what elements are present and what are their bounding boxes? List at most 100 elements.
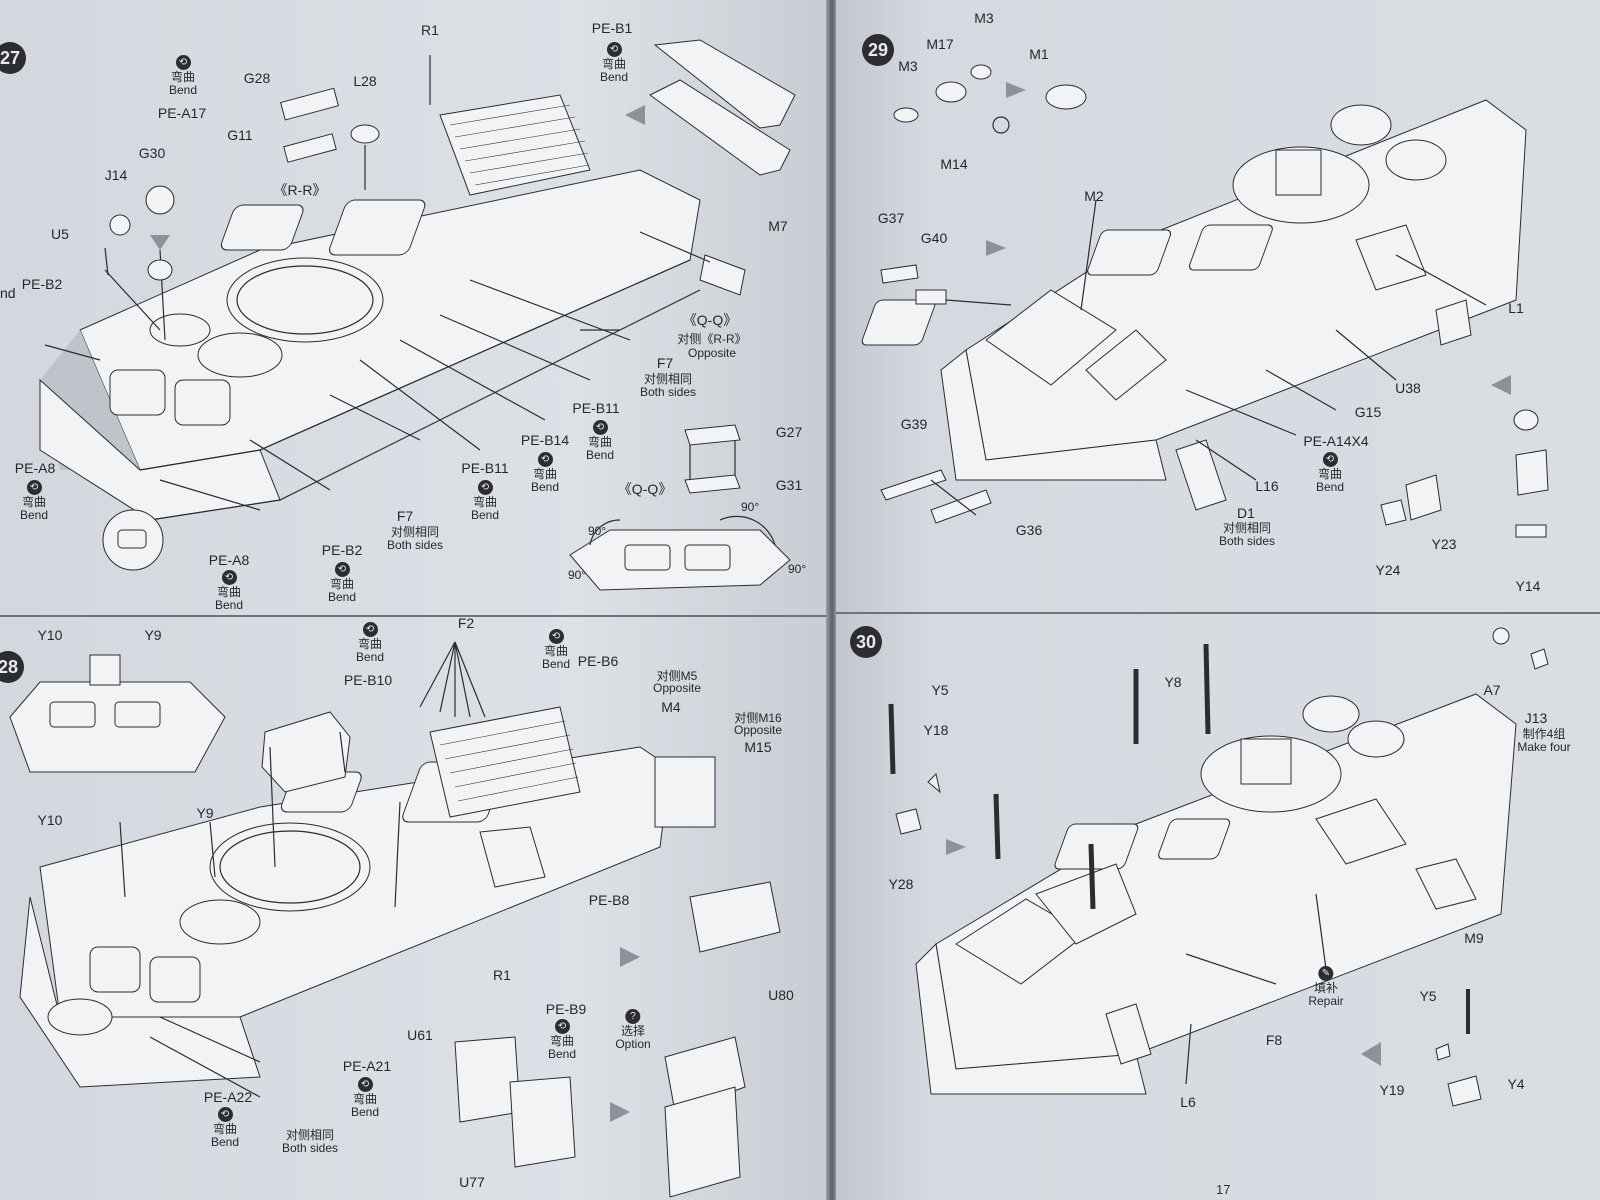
hull-side bbox=[940, 349, 1167, 481]
part-g39 bbox=[880, 469, 947, 501]
left-page: 27 bbox=[0, 0, 830, 1200]
label-u80: U80 bbox=[768, 987, 794, 1003]
bend-icon: ⟲ bbox=[217, 1107, 233, 1122]
direction-arrow bbox=[1361, 1042, 1381, 1066]
part-y19 bbox=[1435, 1043, 1451, 1061]
label-m1: M1 bbox=[1029, 46, 1049, 62]
label-f7: F7 bbox=[656, 355, 674, 371]
part-m17 bbox=[935, 81, 967, 103]
bend-icon: ⟲ bbox=[537, 452, 553, 467]
hatch-round bbox=[1330, 104, 1392, 146]
label-opposite: Opposite bbox=[687, 346, 737, 360]
angle-label: 90° bbox=[741, 500, 760, 514]
hatch bbox=[1054, 823, 1139, 870]
label-m15: M15 bbox=[744, 739, 772, 755]
step-30-drawing bbox=[888, 627, 1549, 1107]
part-g31 bbox=[684, 474, 741, 494]
label-a7: A7 bbox=[1483, 682, 1501, 698]
part-u77 bbox=[509, 1076, 576, 1168]
label-j14: J14 bbox=[104, 167, 128, 183]
part-y4 bbox=[1447, 1075, 1482, 1107]
label-g40: G40 bbox=[920, 230, 948, 246]
label-pe-b2: PE-B2 bbox=[21, 276, 63, 292]
direction-arrow bbox=[620, 947, 640, 967]
angle-label: 90° bbox=[568, 568, 587, 582]
label-y9: Y9 bbox=[144, 627, 162, 643]
part-m9 bbox=[1415, 858, 1477, 910]
grille bbox=[985, 289, 1117, 386]
part-m14 bbox=[992, 116, 1010, 134]
bend-icon: ⟲ bbox=[592, 420, 608, 435]
part-box-peb8 bbox=[689, 881, 781, 953]
label-y9: Y9 bbox=[196, 805, 214, 821]
label-pe-b14: PE-B14 bbox=[520, 432, 570, 448]
label-g39: G39 bbox=[900, 416, 928, 432]
part-g30 bbox=[145, 185, 175, 215]
leader bbox=[1185, 953, 1277, 985]
part-m1 bbox=[1045, 84, 1087, 110]
book-gutter bbox=[826, 0, 838, 1200]
label-m4: M4 bbox=[661, 699, 681, 715]
label-g37: G37 bbox=[877, 210, 905, 226]
grille bbox=[1035, 863, 1137, 945]
bend-icon: ⟲ bbox=[554, 1019, 570, 1034]
label-l6: L6 bbox=[1180, 1094, 1196, 1110]
label-y8: Y8 bbox=[1164, 674, 1182, 690]
part-y14 bbox=[1515, 524, 1547, 538]
label-g30: G30 bbox=[138, 145, 166, 161]
hatch bbox=[174, 379, 231, 426]
label-opposite-r-r: 对侧《R-R》 bbox=[677, 332, 747, 346]
antenna-y5 bbox=[888, 703, 896, 775]
part-ladder bbox=[1105, 1003, 1152, 1065]
label-g11: G11 bbox=[227, 127, 253, 143]
direction-arrow bbox=[1006, 82, 1026, 98]
turret-ring bbox=[226, 257, 384, 343]
label-opposite-m5: 对侧M5 bbox=[656, 669, 698, 683]
label-l16: L16 bbox=[1255, 478, 1279, 494]
bend-icon: ⟲ bbox=[221, 570, 237, 585]
part-box bbox=[1435, 299, 1472, 346]
direction-arrow bbox=[150, 235, 170, 250]
part-l28 bbox=[350, 124, 380, 144]
grille bbox=[1085, 329, 1167, 401]
label-u77: U77 bbox=[459, 1174, 485, 1190]
hatch bbox=[1188, 224, 1273, 271]
angle-arc bbox=[589, 519, 621, 546]
label-pe-a14x4: PE-A14X4 bbox=[1303, 433, 1369, 449]
direction-arrow bbox=[986, 240, 1006, 256]
angle-label: 90° bbox=[788, 562, 807, 576]
label-opposite: Opposite bbox=[733, 723, 783, 737]
step-28-panel: 28 bbox=[0, 615, 830, 1200]
label-y18: Y18 bbox=[923, 722, 949, 738]
part-g36 bbox=[930, 489, 992, 524]
label-m2: M2 bbox=[1084, 188, 1104, 204]
label-y5: Y5 bbox=[1419, 988, 1437, 1004]
label-y24: Y24 bbox=[1375, 562, 1401, 578]
label-l28: L28 bbox=[353, 73, 377, 89]
step-27-drawing bbox=[39, 39, 796, 591]
label-g15: G15 bbox=[1354, 404, 1382, 420]
part-y23 bbox=[1405, 474, 1442, 521]
label-f2: F2 bbox=[457, 615, 475, 631]
hatch bbox=[220, 204, 304, 251]
label-pe-b11: PE-B11 bbox=[572, 400, 620, 416]
leader bbox=[1395, 254, 1487, 306]
label-pe-b10: PE-B10 bbox=[343, 672, 393, 688]
label-pe-b9: PE-B9 bbox=[545, 1001, 587, 1017]
box-part bbox=[261, 711, 351, 793]
bend-icon: ⟲ bbox=[362, 622, 378, 637]
step-number-badge: 29 bbox=[862, 34, 894, 66]
label-f8: F8 bbox=[1265, 1032, 1283, 1048]
